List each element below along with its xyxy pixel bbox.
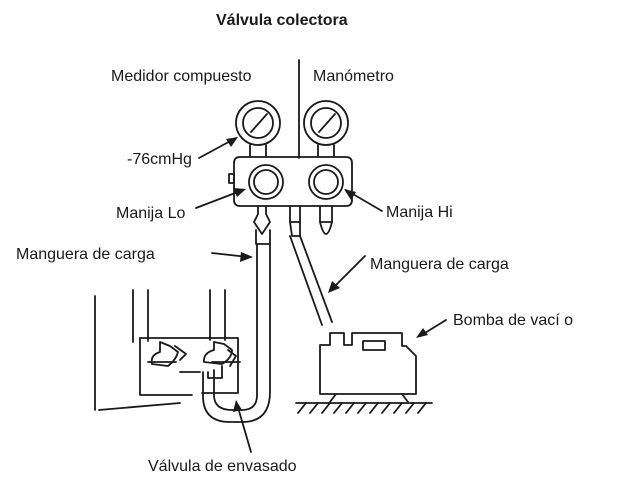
service-valves [147, 341, 241, 379]
label-pressure-gauge: Manómetro [313, 68, 394, 85]
label-compound-gauge: Medidor compuesto [111, 68, 252, 85]
charge-hose-left [202, 243, 271, 423]
label-vacuum-reading: -76cmHg [127, 151, 192, 168]
pressure-gauge [303, 100, 349, 157]
diagram-title: Válvula colectora [216, 12, 348, 29]
label-hi-handle: Manija Hi [386, 204, 453, 221]
arrow-charge-hose-right [330, 255, 366, 291]
label-charge-hose-left: Manguera de carga [16, 246, 155, 263]
hi-handle-knob [308, 164, 344, 200]
outdoor-unit [94, 289, 239, 411]
arrow-service-valve [236, 403, 252, 453]
label-service-valve: Válvula de envasado [148, 458, 297, 475]
charge-hose-right [289, 235, 333, 326]
label-lo-handle: Manija Lo [116, 205, 186, 222]
compound-gauge [235, 100, 281, 157]
manifold-body [228, 156, 353, 207]
lo-handle-knob [248, 164, 284, 200]
arrow-lo-handle [195, 189, 244, 209]
label-vacuum-pump: Bomba de vací o [453, 312, 574, 329]
manifold-ports [253, 205, 333, 245]
label-charge-hose-right: Manguera de carga [370, 256, 509, 273]
ground [295, 402, 433, 414]
vacuum-pump [319, 332, 417, 403]
